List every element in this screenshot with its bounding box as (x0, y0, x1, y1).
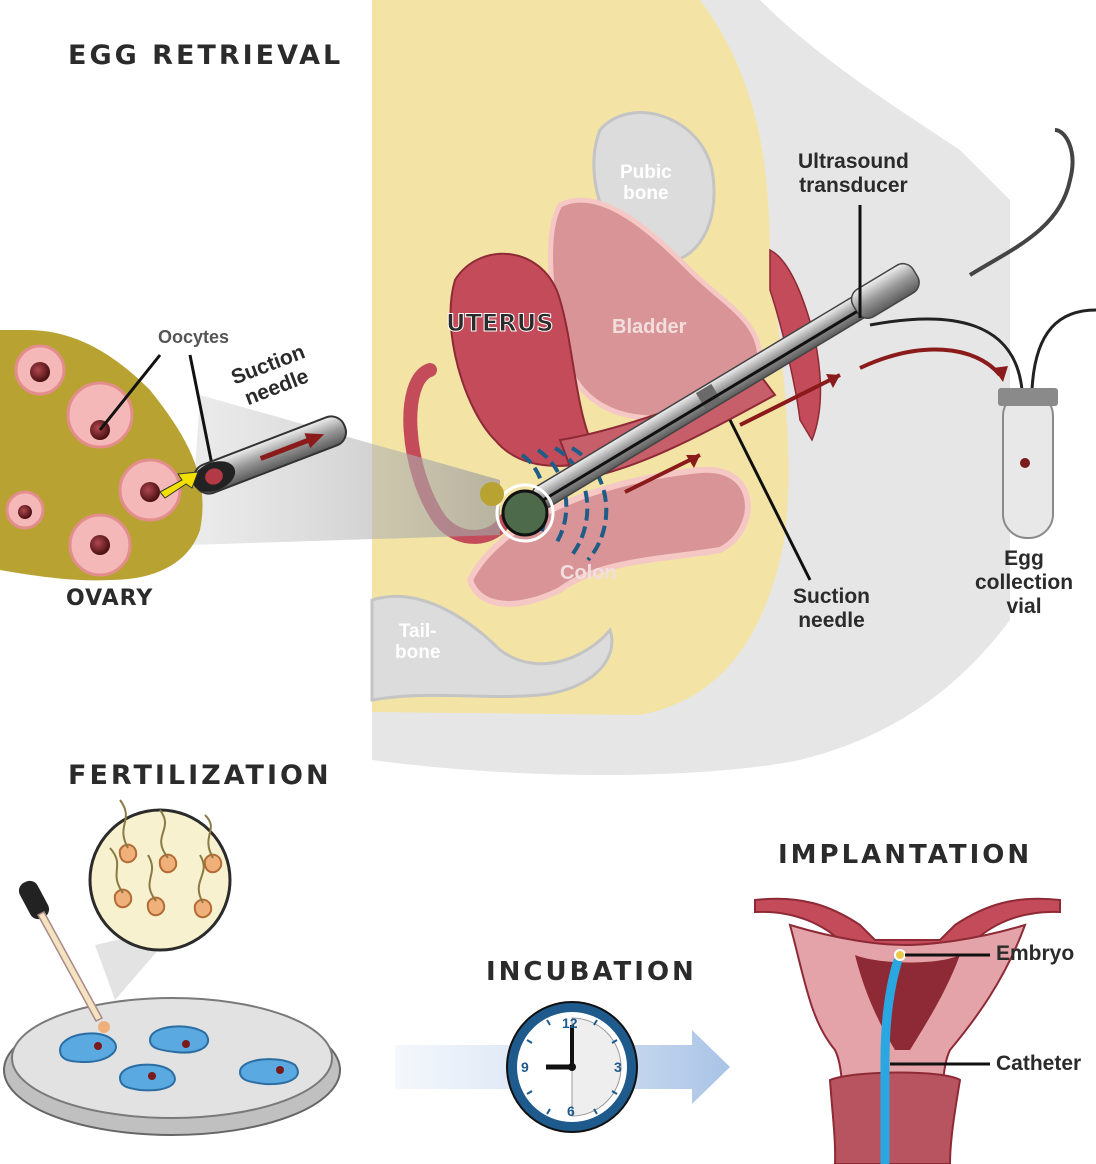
label-line: Suction (793, 585, 870, 609)
label-line: vial (975, 595, 1073, 619)
clock-numeral-3: 3 (614, 1059, 622, 1075)
clock-numeral-9: 9 (521, 1059, 529, 1075)
label-egg-collection-vial: Egg collection vial (975, 547, 1073, 619)
label-line: Ultrasound (798, 150, 909, 174)
label-line: Pubic (620, 163, 672, 184)
fertilization-illustration (4, 800, 340, 1135)
heading-implantation: IMPLANTATION (778, 840, 1032, 870)
heading-fertilization: FERTILIZATION (68, 760, 332, 791)
embryo (895, 950, 905, 960)
clock-numeral-12: 12 (562, 1015, 578, 1031)
label-uterus: UTERUS (446, 310, 554, 336)
label-line: Egg (975, 547, 1073, 571)
body-cross-section (372, 0, 1010, 775)
implantation-illustration (755, 899, 1060, 1164)
label-pubic-bone: Pubic bone (620, 163, 672, 205)
label-colon: Colon (560, 562, 617, 584)
cell-3 (120, 1065, 175, 1091)
label-line: Tail- (395, 622, 440, 643)
cervix (830, 1073, 960, 1164)
sperm-magnifier (90, 810, 230, 950)
label-ovary: OVARY (66, 586, 153, 611)
cell-4 (240, 1059, 298, 1084)
label-tailbone: Tail- bone (395, 622, 440, 664)
heading-egg-retrieval: EGG RETRIEVAL (68, 40, 343, 71)
label-catheter: Catheter (996, 1052, 1081, 1076)
label-line: collection (975, 571, 1073, 595)
needle-target-ring (503, 491, 547, 535)
label-embryo: Embryo (996, 942, 1074, 966)
heading-incubation: INCUBATION (486, 957, 697, 987)
label-bladder: Bladder (612, 316, 686, 338)
label-oocytes: Oocytes (158, 327, 229, 348)
label-line: transducer (798, 174, 909, 198)
ovary-small (480, 482, 504, 506)
petri-dish (12, 998, 332, 1118)
clock-numeral-6: 6 (567, 1103, 575, 1119)
label-line: bone (620, 184, 672, 205)
label-line: bone (395, 643, 440, 664)
label-suction-needle: Suction needle (793, 585, 870, 633)
label-line: needle (793, 609, 870, 633)
label-ultrasound-transducer: Ultrasound transducer (798, 150, 909, 198)
cell-2 (150, 1026, 208, 1052)
egg-collection-vial (998, 388, 1058, 538)
cell-1 (60, 1033, 116, 1062)
